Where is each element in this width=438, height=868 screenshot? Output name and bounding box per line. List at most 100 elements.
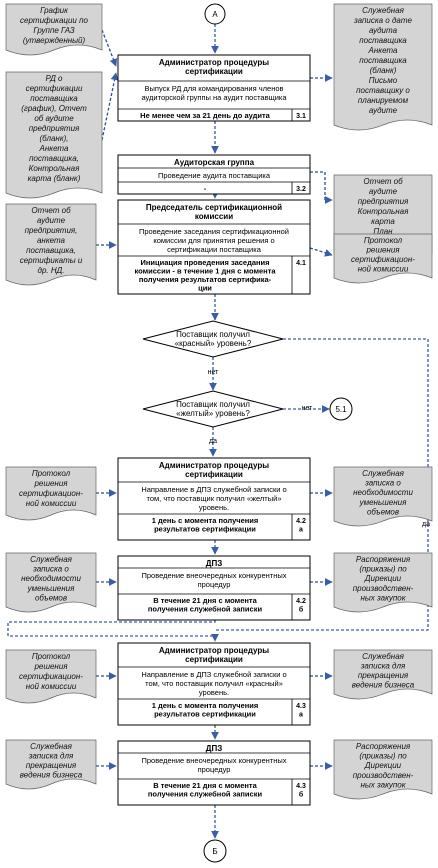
connector-circle [203,839,227,863]
document-text: сертификаты и [20,256,83,265]
process-number: 3.2 [296,186,306,193]
process-deadline: В течение 21 дня с момента [153,596,257,605]
process-description: Направление в ДПЗ служебной записки о [141,670,286,679]
decision-text: Поставщик получил [176,400,250,409]
document-text: Группе ГАЗ [33,26,74,35]
process-title: сертификации [185,67,243,76]
document-text: решения [33,479,68,488]
edge-label-yes: да [422,521,430,528]
document-shape [333,739,433,800]
document-text: производствен- [353,771,414,780]
document-shape [5,203,97,286]
process-deadline: получения служебной записки [148,790,263,799]
document-text: План [373,227,393,236]
process-description: Проведение внеочередных конкурентных [142,571,287,580]
document-shape [5,466,97,521]
document-text: предприятия, [25,226,78,235]
process-title: Председатель сертификационной [146,203,282,212]
document-text: Отчет об [363,177,403,186]
process-title: ДПЗ [206,744,222,753]
document-text: поставщика [30,94,78,103]
document-text: об аудите [34,114,74,123]
document-text: записка о дате [353,16,412,25]
process-frame [117,154,311,195]
process-number: б [299,606,304,614]
process-number: 4.2 [296,598,306,605]
process-number: б [299,791,304,799]
document-text: сертификации [26,84,83,93]
document-text: записка о [32,565,69,574]
document-text: карта [371,217,395,226]
decision-text: «красный» уровень? [175,339,252,348]
document-text: РД о [45,74,63,83]
document-text: Служебная [30,742,73,751]
connector-label: Б [212,847,217,856]
document-text: планируемом [358,96,409,105]
process-title: Администратор процедуры [159,646,269,655]
document-10: Распоряжения(приказы) поДирекциипроизвод… [333,552,433,613]
process-deadline: ции [198,284,212,293]
process-number: 3.1 [296,113,306,120]
document-text: сертификацион- [19,489,83,498]
decision-red-level: Поставщик получил«красный» уровень? [142,320,284,358]
document-text: Протокол [32,469,71,478]
document-text: производствен- [353,584,414,593]
process-number: 4.2 [296,518,306,525]
decision-diamond [142,390,284,428]
document-shape [333,233,433,284]
document-text: Служебная [362,652,405,661]
document-text: предприятия [29,124,80,133]
document-text: Служебная [30,555,73,564]
document-text: анкета [37,236,66,245]
document-14: Распоряжения(приказы) поДирекциипроизвод… [333,739,433,800]
document-text: записка для [360,662,406,671]
document-text: сертификации по [20,16,88,25]
document-text: записка для [28,752,74,761]
document-text: поставщика, [29,154,79,163]
document-text: сертификацион- [19,672,83,681]
document-text: ной комиссии [358,265,409,274]
process-frame [117,457,311,541]
process-deadline: получения служебной записки [148,605,263,614]
document-text: Распоряжения [356,742,411,751]
process-description: процедур [198,765,231,774]
document-link [309,247,333,257]
document-text: прекращения [26,761,77,770]
edge-label-no: нет [302,405,314,412]
process-box-4: Администратор процедурысертификацииНапра… [117,457,311,541]
document-text: Дирекции [364,761,402,770]
document-text: решения [33,662,68,671]
process-number: 4.1 [296,260,306,267]
process-title: Администратор процедуры [159,461,269,470]
document-shape [5,71,103,199]
document-text: Распоряжения [356,555,411,564]
process-deadline: В течение 21 дня с момента [153,781,257,790]
document-text: Письмо [369,76,398,85]
process-title: сертификации [185,655,243,664]
process-box-6: Администратор процедурысертификацииНапра… [117,642,311,726]
process-deadline: - [204,184,207,193]
process-title: комиссии [195,212,233,221]
document-text: объемов [35,593,67,602]
document-text: (график), Отчет [21,104,87,113]
document-text: Протокол [364,236,403,245]
process-title: Администратор процедуры [159,58,269,67]
edge-label-no: нет [208,369,220,376]
connector-label: А [212,10,218,19]
process-deadline: результатов сертификации [154,710,256,719]
process-deadline: 1 день с момента получения [152,516,259,525]
document-text: поставщика [359,36,407,45]
process-description: уровень. [199,688,229,697]
process-description: сертификации поставщика [167,245,262,254]
process-number: 4.3 [296,783,306,790]
decision-text: «желтый» уровень? [176,409,250,418]
process-description: аудиторской группы на аудит поставщика [141,93,287,102]
